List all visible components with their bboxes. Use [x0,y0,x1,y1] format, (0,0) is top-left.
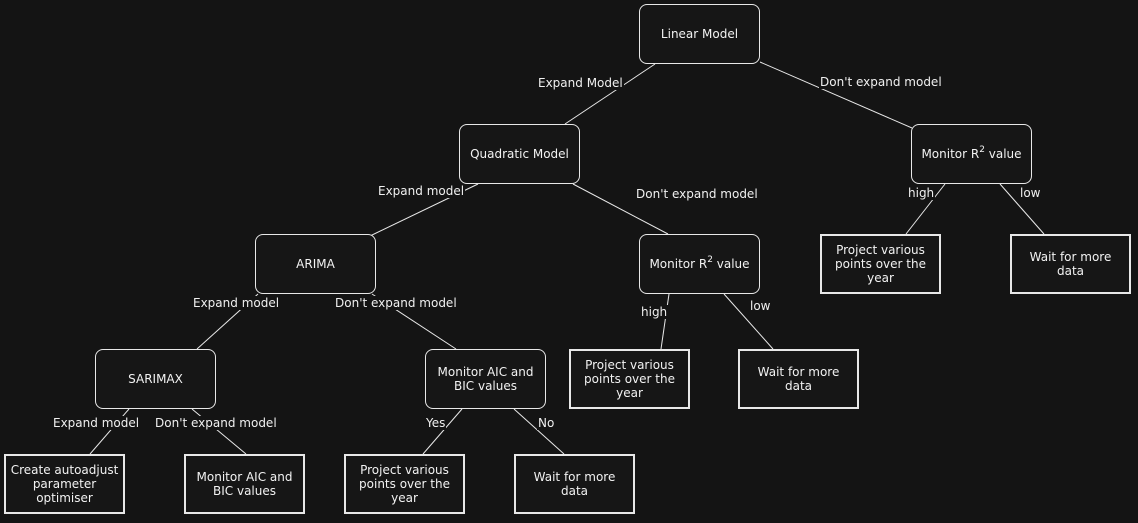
node-wait-left: Wait for more data [514,454,635,514]
edge-aic-wait [513,408,565,455]
node-project-mid-label: Project various points over the year [584,358,675,400]
edge-label-r2-mid-high: high [640,305,669,319]
r2-suffix: value [712,257,750,271]
r2-superscript: 2 [707,255,713,265]
edge-r2-mid-project [660,293,670,350]
node-project-left-label: Project various points over the year [359,463,450,505]
edge-r2-right-project [905,183,946,235]
edge-label-sarimax-dont: Don't expand model [154,416,278,430]
edge-label-quadratic-expand: Expand model [377,184,466,198]
node-wait-mid-label: Wait for more data [757,365,840,393]
r2-superscript: 2 [979,145,985,155]
edge-label-r2-right-high: high [907,186,936,200]
edge-aic-project [422,408,463,455]
edge-r2-mid-wait [723,293,774,350]
node-arima-label: ARIMA [296,257,335,271]
edge-label-aic-no: No [537,416,556,430]
edge-linear-quadratic [564,63,656,125]
node-arima: ARIMA [255,234,376,294]
edge-label-arima-dont: Don't expand model [334,296,458,310]
node-wait-right: Wait for more data [1010,234,1131,294]
edge-label-quadratic-dont: Don't expand model [635,187,759,201]
node-sarimax: SARIMAX [95,349,216,409]
node-wait-mid: Wait for more data [738,349,859,409]
edge-label-r2-mid-low: low [749,299,772,313]
edge-label-sarimax-expand: Expand model [52,416,141,430]
node-quadratic-model-label: Quadratic Model [470,147,569,161]
node-monitor-r2-mid: Monitor R2 value [639,234,760,294]
edge-label-aic-yes: Yes [425,416,447,430]
node-project-left: Project various points over the year [344,454,465,514]
node-sarimax-label: SARIMAX [128,372,183,386]
node-monitor-r2-right: Monitor R2 value [911,124,1032,184]
node-linear-model-label: Linear Model [660,27,739,41]
node-project-right-label: Project various points over the year [835,243,926,285]
node-project-mid: Project various points over the year [569,349,690,409]
node-monitor-r2-right-label: Monitor R2 value [921,145,1022,162]
edge-label-linear-dont: Don't expand model [819,75,943,89]
node-project-right: Project various points over the year [820,234,941,294]
node-autoadjust-optimiser: Create autoadjust parameter optimiser [4,454,125,514]
edge-label-arima-expand: Expand model [192,296,281,310]
r2-prefix: Monitor R [921,147,980,161]
node-linear-model: Linear Model [639,4,760,64]
node-monitor-aic-bic-sarimax: Monitor AIC and BIC values [184,454,305,514]
edge-r2-right-wait [999,183,1045,235]
node-wait-left-label: Wait for more data [533,470,616,498]
node-autoadjust-optimiser-label: Create autoadjust parameter optimiser [10,463,119,505]
node-monitor-aic-bic-arima-label: Monitor AIC and BIC values [437,365,534,393]
node-monitor-aic-bic-arima: Monitor AIC and BIC values [425,349,546,409]
node-monitor-aic-bic-sarimax-label: Monitor AIC and BIC values [196,470,293,498]
node-quadratic-model: Quadratic Model [459,124,580,184]
edge-label-linear-expand: Expand Model [537,76,624,90]
node-wait-right-label: Wait for more data [1029,250,1112,278]
r2-suffix: value [984,147,1022,161]
node-monitor-r2-mid-label: Monitor R2 value [649,255,750,272]
edge-quadratic-monitor-r2-mid [572,183,669,235]
r2-prefix: Monitor R [649,257,708,271]
edge-label-r2-right-low: low [1019,186,1042,200]
edge-linear-monitor-r2-right [759,61,913,129]
